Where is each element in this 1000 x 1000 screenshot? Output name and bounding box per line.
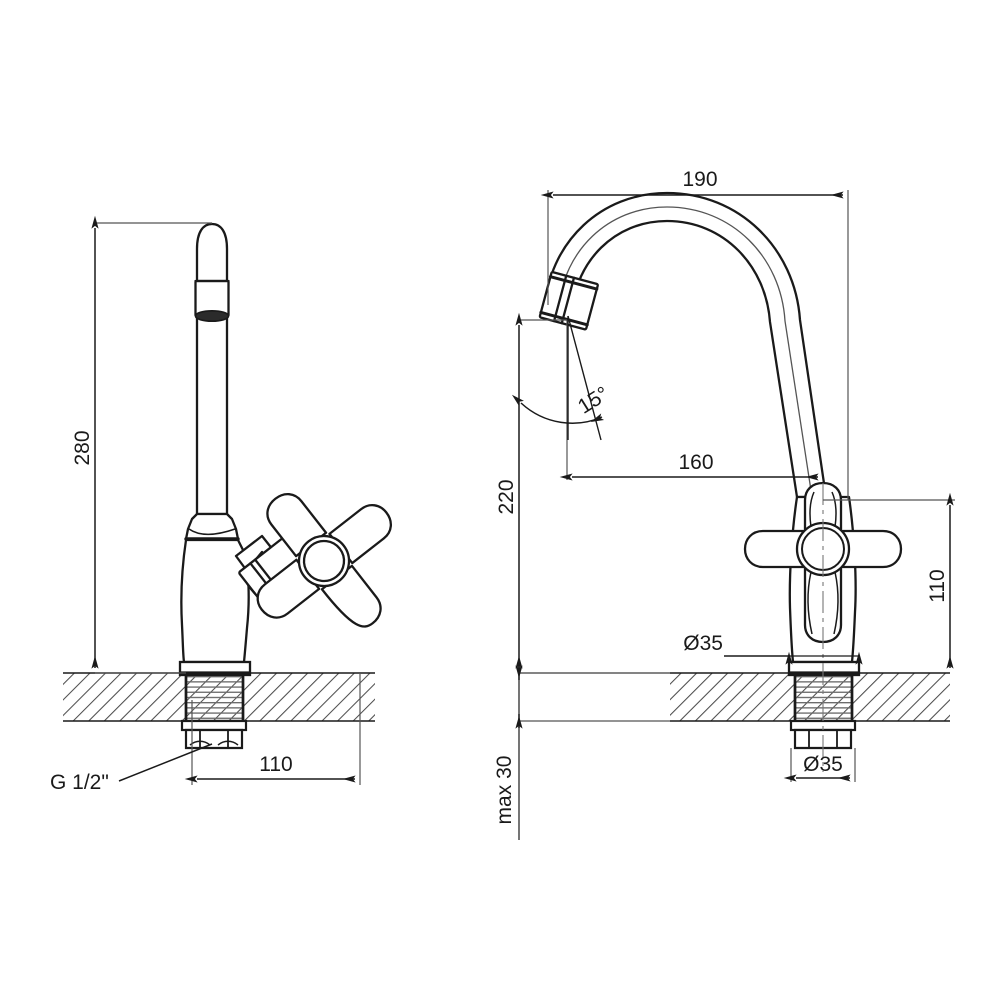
dimension-190-label: 190: [682, 168, 717, 191]
thread-callout-front: G 1/2": [50, 743, 213, 794]
threaded-shank-front: [184, 673, 245, 723]
dimension-110-side-label: 110: [926, 569, 949, 602]
diameter-shank-label: Ø35: [803, 753, 843, 776]
dimension-280: 280: [71, 215, 212, 674]
front-view-group: 280 110 G 1/2": [50, 215, 392, 794]
dimension-220-label: 220: [495, 479, 518, 514]
diameter-shank-callout: Ø35: [783, 748, 856, 782]
dimension-110-front: 110: [184, 673, 361, 785]
dimension-110-front-label: 110: [259, 753, 292, 776]
dimension-max30-label: max 30: [493, 756, 516, 825]
dimension-160-label: 160: [678, 451, 713, 474]
side-view-group: 190 160 220 110: [493, 168, 955, 840]
diameter-flange-label: Ø35: [683, 632, 723, 655]
dimension-160: 160: [559, 320, 819, 481]
deck-flange-front: [178, 660, 252, 677]
dimension-190: 190: [540, 168, 849, 500]
dimension-angle-15-label: 15°: [574, 382, 613, 418]
lock-nut-front: [180, 719, 248, 750]
diameter-flange-callout: Ø35: [683, 632, 863, 665]
deck-flange-side: [787, 660, 861, 677]
thread-callout-label: G 1/2": [50, 771, 109, 794]
dimension-max30: max 30: [493, 665, 670, 840]
dimension-280-label: 280: [71, 430, 94, 465]
faucet-body-front: [180, 222, 392, 664]
cross-handle-front: [256, 493, 392, 628]
dimension-110-side: 110: [823, 492, 955, 669]
